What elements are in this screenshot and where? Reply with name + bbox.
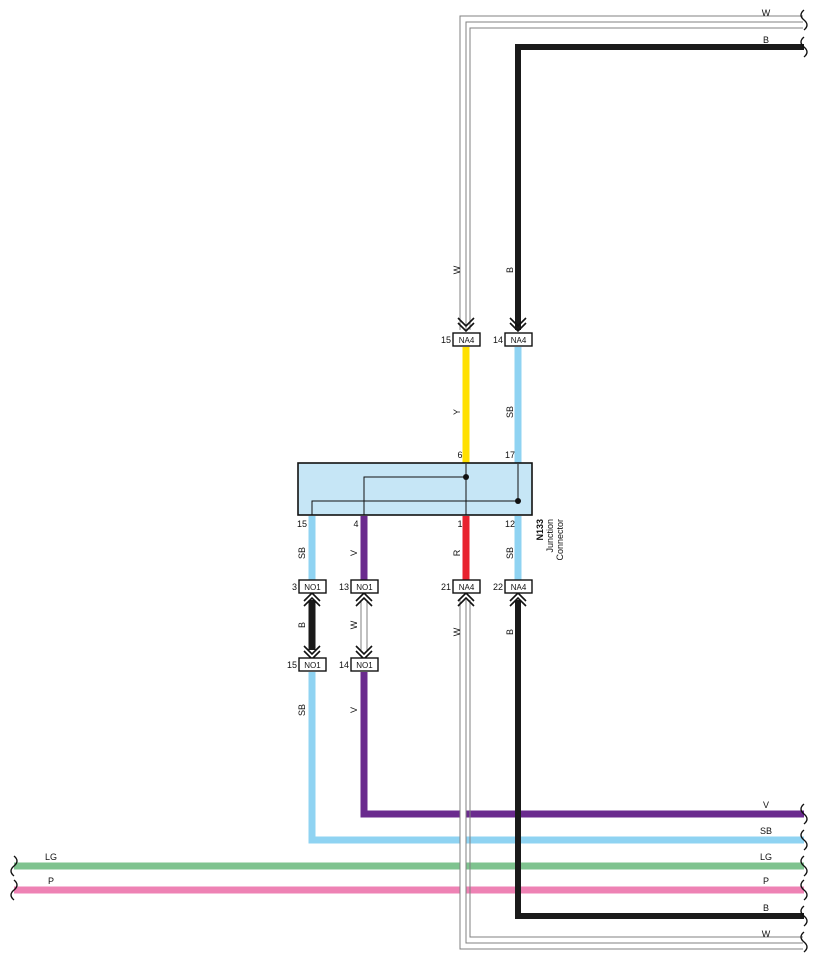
connector-no1-13[interactable]: NO1 13 xyxy=(339,579,379,594)
connector-na4-22[interactable]: NA4 22 xyxy=(493,579,533,594)
edge-label-p-left: P xyxy=(48,876,54,886)
connector-name: NO1 xyxy=(356,661,373,670)
connector-name: NO1 xyxy=(304,661,321,670)
connector-no1-3[interactable]: NO1 3 xyxy=(292,579,327,594)
chevrons xyxy=(303,317,527,661)
junction-pin-6: 6 xyxy=(457,450,462,460)
edge-label-b-bottom: B xyxy=(763,903,769,913)
wire-breaks xyxy=(10,9,808,953)
label-j-sb-left: SB xyxy=(297,547,307,559)
junction-name-line1: Junction xyxy=(545,519,555,553)
connector-pin: 15 xyxy=(287,660,297,670)
connector-pin: 13 xyxy=(339,582,349,592)
edge-label-sb-right: SB xyxy=(760,826,772,836)
connector-pin: 15 xyxy=(441,335,451,345)
connector-name: NO1 xyxy=(356,583,373,592)
junction-pin-12: 12 xyxy=(505,519,515,529)
junction-pin-17: 17 xyxy=(505,450,515,460)
junction-connector-n133 xyxy=(297,462,533,516)
connector-name: NA4 xyxy=(511,336,527,345)
label-no1-b: B xyxy=(297,622,307,628)
connector-pin: 21 xyxy=(441,582,451,592)
edge-label-lg-right: LG xyxy=(760,852,772,862)
label-mid-sb: SB xyxy=(505,406,515,418)
junction-pin-4: 4 xyxy=(353,519,358,529)
edge-label-lg-left: LG xyxy=(45,852,57,862)
junction-pin-15: 15 xyxy=(297,519,307,529)
label-upper-w: W xyxy=(452,265,462,274)
connector-pin: 14 xyxy=(339,660,349,670)
edge-label-p-right: P xyxy=(763,876,769,886)
connector-pin: 14 xyxy=(493,335,503,345)
label-no1-w: W xyxy=(349,620,359,629)
edge-label-w-bottom: W xyxy=(762,929,771,939)
label-lower-w: W xyxy=(452,627,462,636)
connector-no1-14[interactable]: NO1 14 xyxy=(339,657,379,672)
wire-w-top xyxy=(459,15,803,330)
connector-name: NA4 xyxy=(511,583,527,592)
connector-pin: 22 xyxy=(493,582,503,592)
connector-no1-15[interactable]: NO1 15 xyxy=(287,657,327,672)
label-lower-b: B xyxy=(505,629,515,635)
connector-name: NA4 xyxy=(459,336,475,345)
label-upper-b: B xyxy=(505,267,515,273)
edge-label-b-top: B xyxy=(763,35,769,45)
connector-name: NA4 xyxy=(459,583,475,592)
junction-name-line2: Connector xyxy=(555,519,565,561)
wire-v-low xyxy=(360,672,804,818)
wire-b-top xyxy=(515,44,804,330)
connector-pin: 3 xyxy=(292,582,297,592)
wire-b-bottom xyxy=(515,600,804,919)
edge-label-v-right: V xyxy=(763,800,769,810)
junction-pin-1: 1 xyxy=(457,519,462,529)
connector-name: NO1 xyxy=(304,583,321,592)
label-mid-y: Y xyxy=(452,409,462,415)
wire-w-bottom xyxy=(459,600,803,950)
junction-title: N133 Junction Connector xyxy=(535,519,565,561)
label-j-r: R xyxy=(452,549,462,556)
label-low-v: V xyxy=(349,707,359,713)
edge-label-w-top: W xyxy=(762,8,771,18)
label-j-sb-right: SB xyxy=(505,547,515,559)
label-low-sb: SB xyxy=(297,704,307,716)
junction-code: N133 xyxy=(535,519,545,541)
label-j-v: V xyxy=(349,550,359,556)
connector-na4-14[interactable]: NA4 14 xyxy=(493,332,533,347)
connector-na4-21[interactable]: NA4 21 xyxy=(441,579,481,594)
wire-sb-low xyxy=(308,672,804,844)
connector-na4-15[interactable]: NA4 15 xyxy=(441,332,481,347)
